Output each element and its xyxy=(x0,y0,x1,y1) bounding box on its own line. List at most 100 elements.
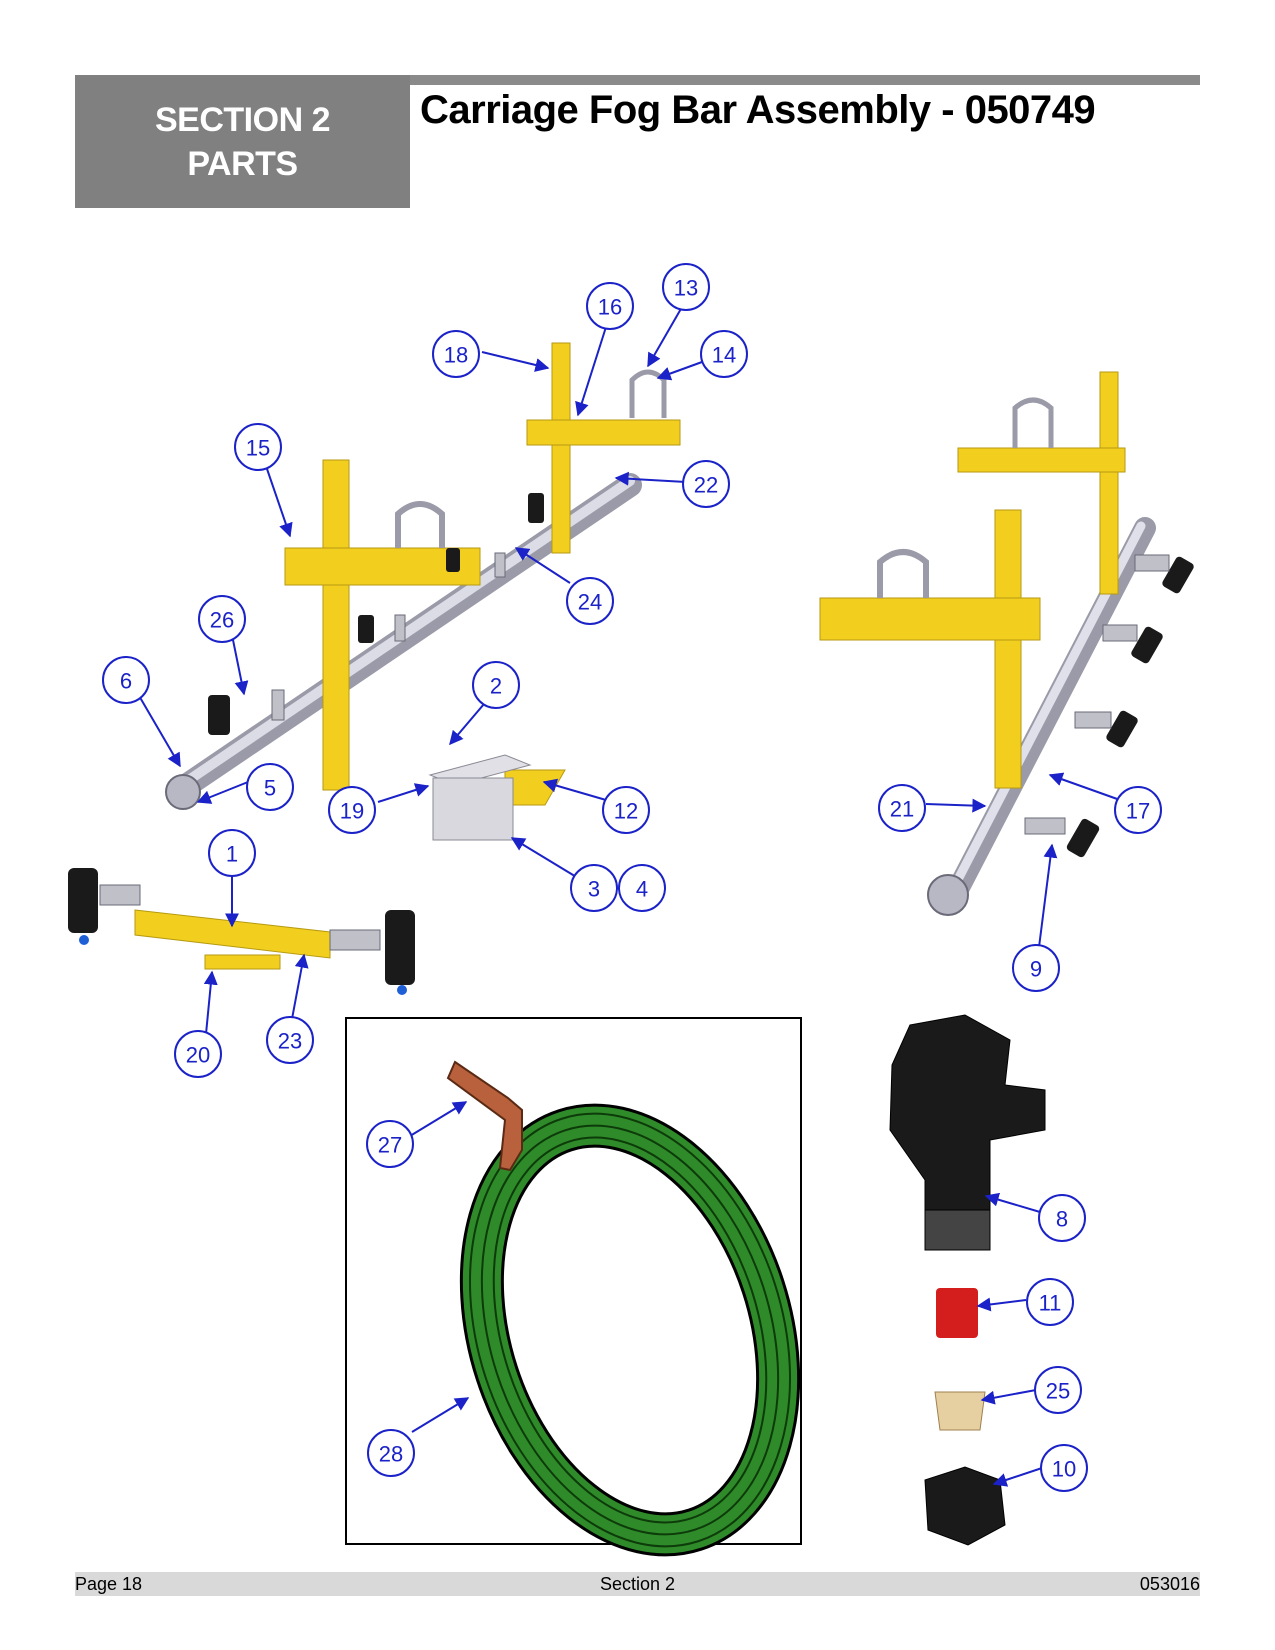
section-number: SECTION 2 xyxy=(155,100,330,139)
front-u-bolt xyxy=(395,501,445,548)
bar-nozzle-body xyxy=(446,548,460,572)
callout-circle xyxy=(602,786,650,834)
inset-frame xyxy=(345,1017,802,1545)
lower-left-valve xyxy=(99,884,141,906)
block-plate xyxy=(504,769,566,806)
callout-circle xyxy=(174,1030,222,1078)
right-front-u-bolt xyxy=(877,549,929,598)
callout-circle xyxy=(570,864,618,912)
callout-14: 14 xyxy=(700,330,748,378)
callout-circle xyxy=(566,577,614,625)
callout-number: 17 xyxy=(1126,799,1150,824)
callout-21: 21 xyxy=(878,784,926,832)
callout-number: 8 xyxy=(1056,1207,1068,1232)
callout-circle xyxy=(586,282,634,330)
callout-4: 4 xyxy=(618,864,666,912)
right-nozzle xyxy=(1162,556,1194,594)
callout-17: 17 xyxy=(1114,786,1162,834)
cap-nut xyxy=(924,1466,1006,1546)
strainer-parts xyxy=(889,1014,1046,1546)
callout-number: 27 xyxy=(378,1133,402,1158)
front-bracket-post xyxy=(322,459,350,791)
callout-number: 28 xyxy=(379,1442,403,1467)
left-pipe-elbow xyxy=(165,774,201,810)
callout-circle xyxy=(1012,944,1060,992)
callout-number: 5 xyxy=(264,776,276,801)
callout-22: 22 xyxy=(682,460,730,508)
callout-circle xyxy=(432,330,480,378)
right-valve xyxy=(1074,711,1112,729)
callout-15: 15 xyxy=(234,423,282,471)
callout-11: 11 xyxy=(1026,1278,1074,1326)
callout-1: 1 xyxy=(208,829,256,877)
callout-number: 12 xyxy=(614,799,638,824)
callout-number: 2 xyxy=(490,674,502,699)
callout-number: 21 xyxy=(890,797,914,822)
callout-number: 10 xyxy=(1052,1457,1076,1482)
adapter-block xyxy=(428,754,566,841)
callout-circle xyxy=(328,786,376,834)
callout-circle xyxy=(662,263,710,311)
callout-25: 25 xyxy=(1034,1366,1082,1414)
callout-number: 6 xyxy=(120,669,132,694)
callout-18: 18 xyxy=(432,330,480,378)
leader-lines xyxy=(137,306,1121,1487)
callout-circle xyxy=(1114,786,1162,834)
callout-circle xyxy=(1026,1278,1074,1326)
callout-circle xyxy=(208,829,256,877)
hose-coil-line xyxy=(468,1112,792,1548)
callout-circle xyxy=(266,1016,314,1064)
callout-circle xyxy=(1040,1444,1088,1492)
bar-nozzle-body xyxy=(528,493,544,523)
block-body xyxy=(432,777,514,841)
page-footer: Page 18 Section 2 053016 xyxy=(75,1572,1200,1596)
spray-tip xyxy=(934,1391,986,1431)
footer-doc-code: 053016 xyxy=(1139,1574,1200,1594)
callout-circle xyxy=(1038,1194,1086,1242)
left-fog-bar-assembly xyxy=(165,342,681,810)
callout-circle xyxy=(1034,1366,1082,1414)
callout-number: 1 xyxy=(226,842,238,867)
callout-number: 15 xyxy=(246,436,270,461)
lower-bracket-plate xyxy=(134,909,331,959)
callout-circle xyxy=(234,423,282,471)
rear-bracket-arm xyxy=(526,419,681,446)
callout-20: 20 xyxy=(174,1030,222,1078)
callout-number: 16 xyxy=(598,295,622,320)
callout-number: 3 xyxy=(588,877,600,902)
callout-6: 6 xyxy=(102,656,150,704)
right-nozzle xyxy=(1131,626,1163,664)
callout-2: 2 xyxy=(472,661,520,709)
strainer-thread xyxy=(924,1209,991,1251)
right-valve xyxy=(1102,624,1138,642)
right-front-arm xyxy=(819,597,1041,641)
callout-number: 14 xyxy=(712,343,736,368)
lower-nozzle-bracket xyxy=(68,868,415,995)
callout-27: 27 xyxy=(366,1120,414,1168)
callout-9: 9 xyxy=(1012,944,1060,992)
bar-clamp xyxy=(494,552,506,578)
hose-coil-line xyxy=(480,1124,780,1536)
right-nozzle xyxy=(1066,818,1100,858)
callout-circle xyxy=(878,784,926,832)
callout-3: 3 xyxy=(570,864,618,912)
callout-number: 26 xyxy=(210,608,234,633)
right-rear-u-bolt xyxy=(1012,397,1054,448)
callout-12: 12 xyxy=(602,786,650,834)
rear-bracket-post xyxy=(551,342,571,554)
bar-clamp xyxy=(394,614,406,642)
callout-number: 4 xyxy=(636,877,648,902)
right-rear-post xyxy=(1099,371,1119,595)
callout-number: 13 xyxy=(674,276,698,301)
rear-u-bolt xyxy=(629,369,667,418)
right-nozzle xyxy=(1106,710,1138,748)
copper-fitting xyxy=(446,1060,523,1172)
footer-section: Section 2 xyxy=(599,1574,676,1594)
callout-26: 26 xyxy=(198,595,246,643)
right-front-post xyxy=(994,509,1022,789)
section-name: PARTS xyxy=(187,144,298,183)
callout-number: 23 xyxy=(278,1029,302,1054)
callout-number: 18 xyxy=(444,343,468,368)
callout-8: 8 xyxy=(1038,1194,1086,1242)
header-rule xyxy=(410,75,1200,85)
